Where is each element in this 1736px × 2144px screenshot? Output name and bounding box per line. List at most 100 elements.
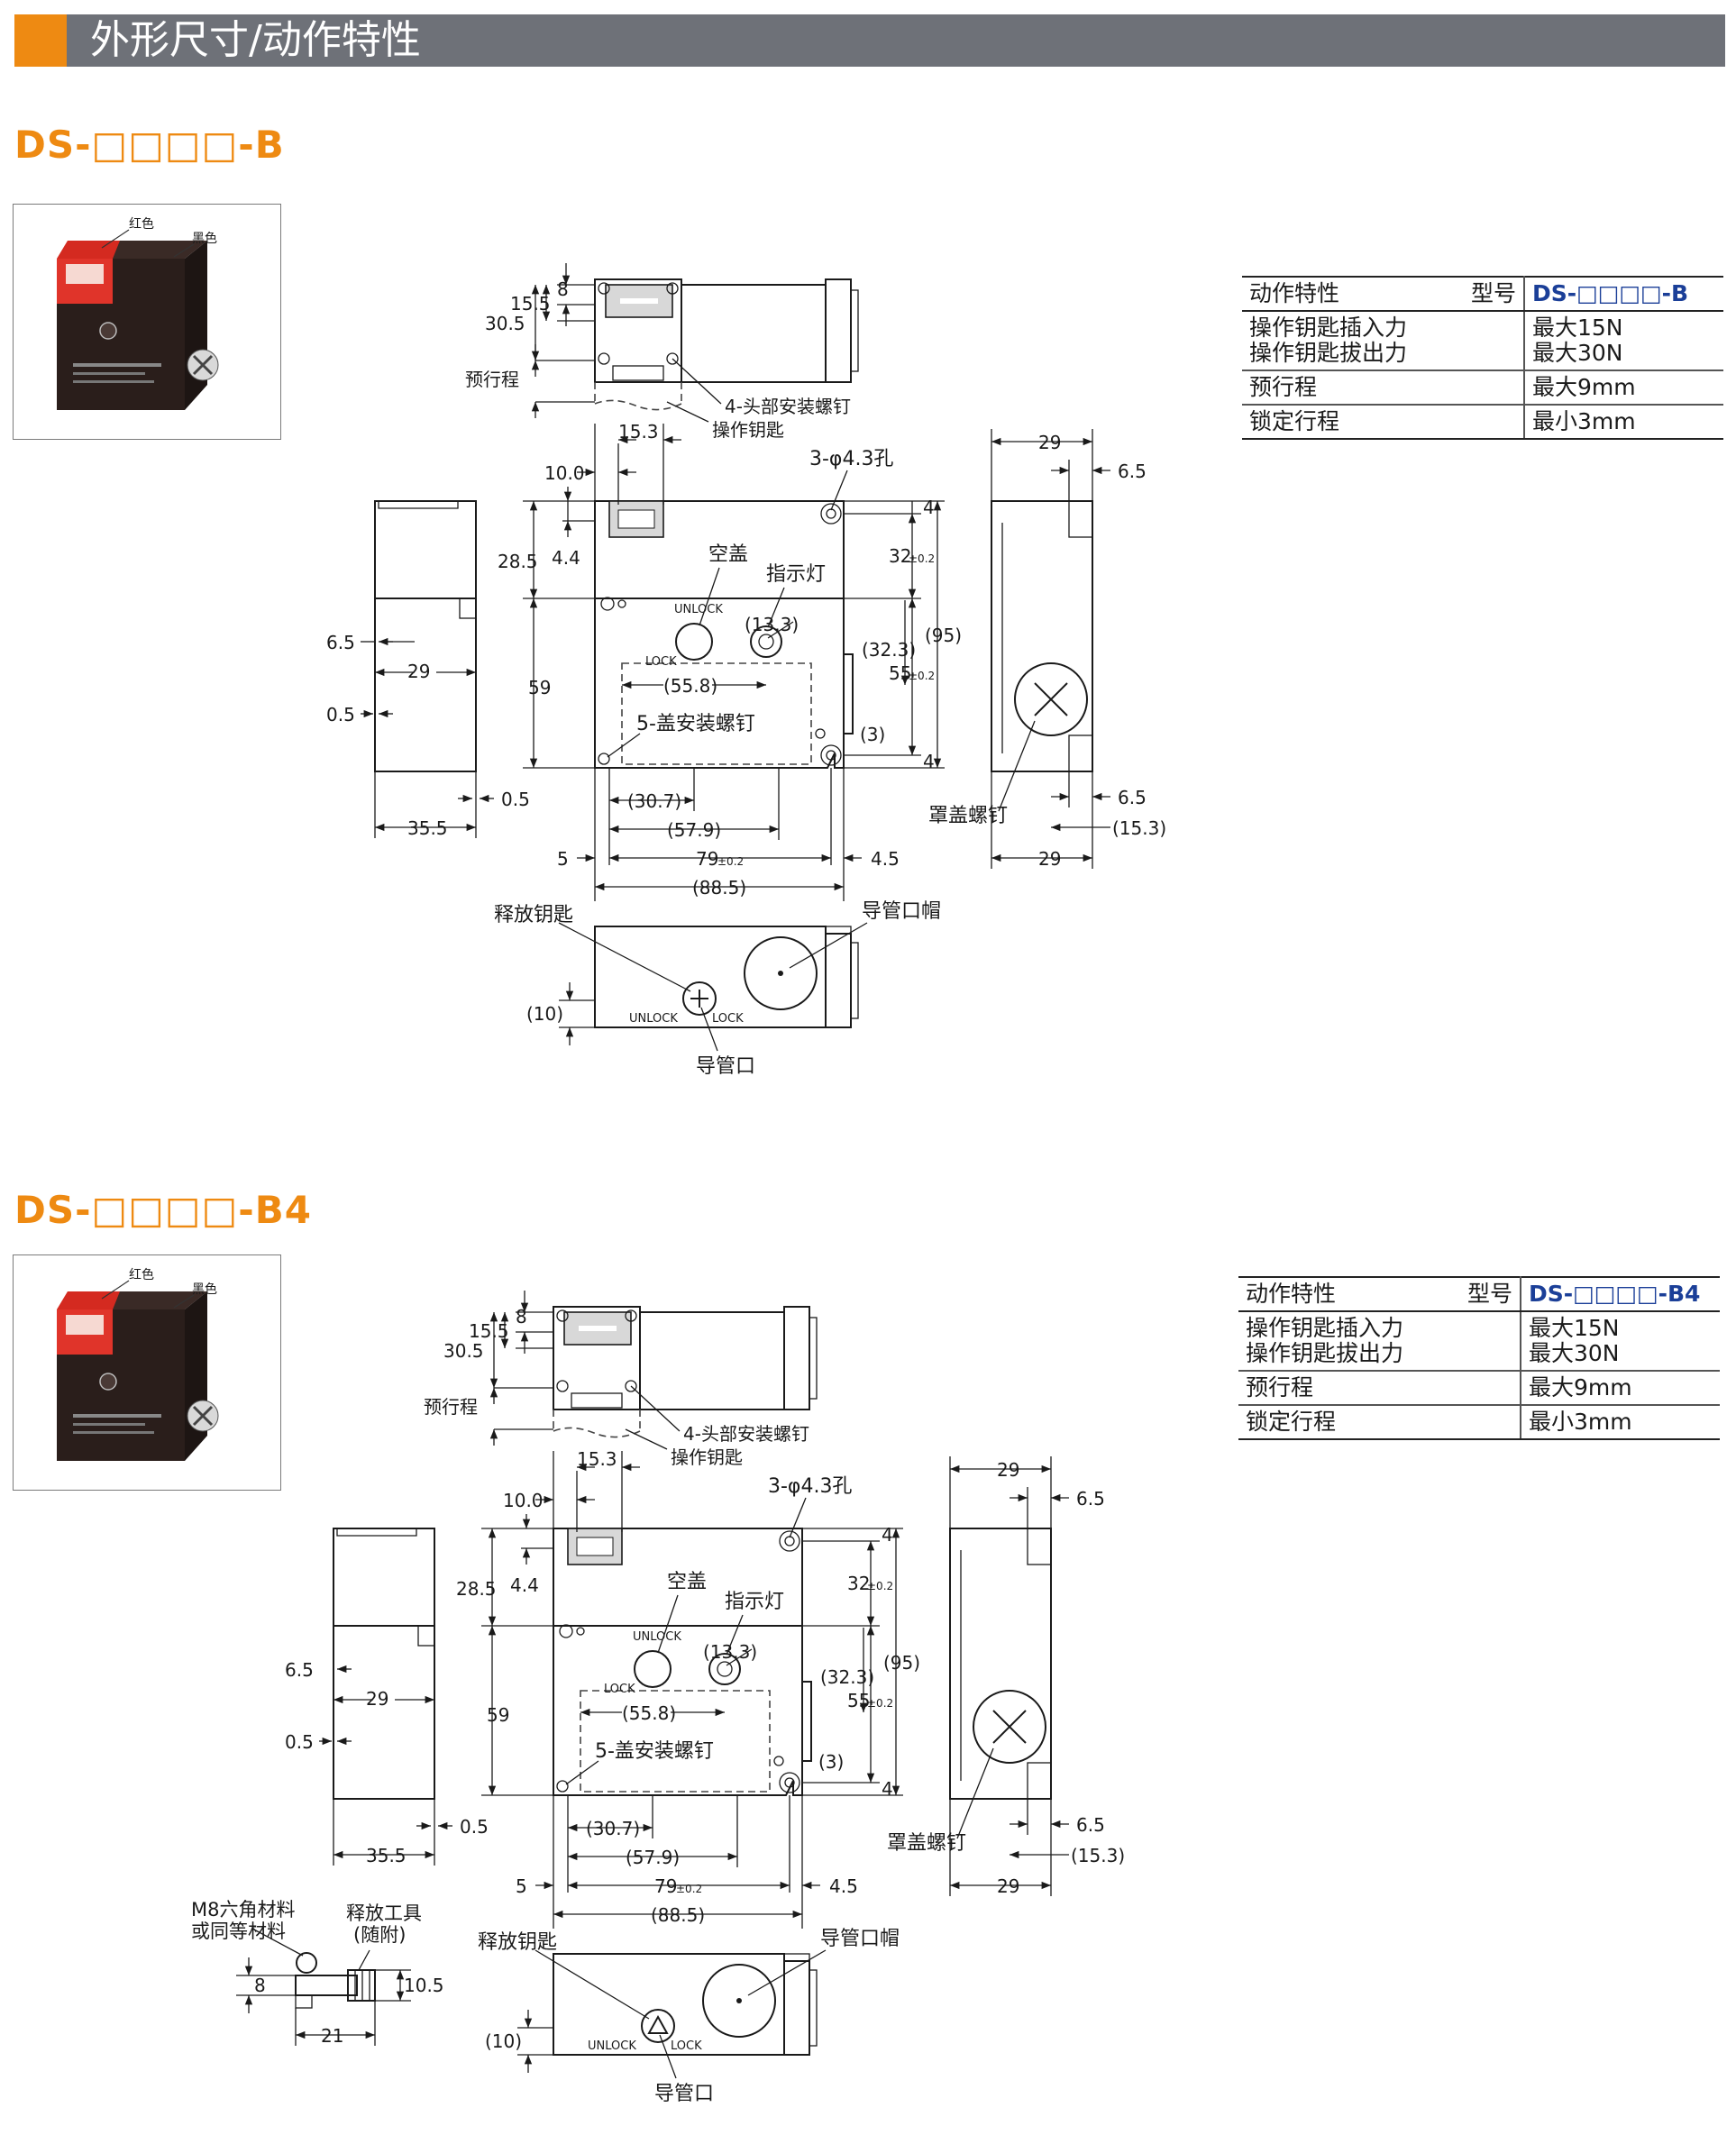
bottom-lock-label: LOCK	[671, 2039, 702, 2053]
spec-head-model: DS-□□□□-B	[1524, 276, 1723, 312]
dim-label: 29	[407, 661, 430, 682]
dim-label: (10)	[526, 1003, 563, 1025]
spec-row-lock: 锁定行程 最小3mm	[1238, 1405, 1720, 1440]
conduit-label: 导管口	[654, 2083, 714, 2105]
dim-label: 35.5	[407, 817, 448, 839]
dim-label: (13.3)	[703, 1641, 757, 1663]
product-photo-b: 红色 黑色	[13, 204, 281, 440]
spec-key: 锁定行程	[1242, 405, 1525, 440]
dim-label: 59	[528, 677, 551, 698]
dim-label: (57.9)	[626, 1847, 680, 1868]
dim-label: (95)	[925, 625, 962, 646]
dim-label: 8	[516, 1306, 527, 1327]
bottom-unlock-label: UNLOCK	[588, 2039, 636, 2053]
spec-key: 预行程	[1242, 370, 1525, 406]
spec-key: 操作钥匙插入力	[1249, 315, 1408, 341]
dim-label: 29	[997, 1459, 1019, 1481]
spec-value: 最大15N	[1532, 315, 1623, 341]
blank-cover-label: 空盖	[667, 1571, 707, 1593]
dim-label: 59	[487, 1704, 509, 1726]
dim-label: (15.3)	[1112, 817, 1166, 839]
photo-label-red: 红色	[129, 1267, 154, 1282]
dim-label: 55	[847, 1690, 870, 1711]
photo-label-red: 红色	[129, 216, 154, 232]
key-label: 操作钥匙	[712, 419, 784, 441]
tool-label: 释放工具	[346, 1902, 422, 1924]
spec-value: 最大15N	[1529, 1315, 1620, 1341]
spec-value: 最大9mm	[1524, 370, 1723, 406]
product-photo-illustration: 红色 黑色	[57, 216, 219, 410]
dim-label: 29	[997, 1875, 1019, 1897]
dim-label: 4	[923, 751, 935, 772]
conduit-cap-label: 导管口帽	[820, 1928, 900, 1950]
bottom-view: (10) UNLOCK LOCK 释放钥匙 导管口帽 导管口	[494, 900, 941, 1078]
dim-label: 8	[254, 1975, 266, 1996]
spec-value: 最大9mm	[1521, 1371, 1720, 1406]
spec-head-left: 动作特性	[1249, 280, 1340, 306]
key-label: 操作钥匙	[671, 1446, 743, 1468]
head-screws-label: 4-头部安装螺钉	[683, 1423, 809, 1445]
banner-accent	[14, 14, 67, 67]
indicator-label: 指示灯	[766, 563, 826, 586]
product-photo-b4: 红色 黑色	[13, 1254, 281, 1491]
dim-label: 32	[847, 1573, 870, 1594]
dim-label: 4	[882, 1524, 893, 1546]
spec-head-mid: 型号	[1466, 1281, 1512, 1307]
top-view: 8 15.5 30.5 预行程 4-头部安装螺钉 操作钥匙	[465, 263, 859, 441]
tol-label: ±0.2	[909, 552, 935, 565]
dim-label: 15.3	[577, 1448, 617, 1470]
dim-label: 29	[1038, 848, 1061, 870]
dim-label: 6.5	[1118, 461, 1147, 482]
dim-label: 21	[321, 2025, 343, 2047]
drawing-b: 8 15.5 30.5 预行程 4-头部安装螺钉 操作钥匙 UNLOCK LOC…	[326, 263, 1166, 1078]
cover-screws-label: 5-盖安装螺钉	[595, 1740, 714, 1763]
dim-label: 5	[557, 848, 569, 870]
dim-label: 6.5	[326, 632, 355, 653]
spec-value: 最大30N	[1529, 1340, 1620, 1366]
dim-label: (55.8)	[622, 1702, 676, 1724]
product-photo-illustration: 红色 黑色	[57, 1267, 219, 1461]
dim-label: 4.5	[871, 848, 900, 870]
release-key-label: 释放钥匙	[494, 904, 573, 926]
model-title-b4: DS-□□□□-B4	[14, 1188, 312, 1232]
dim-label: 15.5	[469, 1320, 509, 1342]
tol-label: ±0.2	[867, 1580, 893, 1592]
dim-label: 29	[1038, 432, 1061, 453]
spec-row-pretravel: 预行程 最大9mm	[1242, 370, 1723, 406]
holes-label: 3-φ4.3孔	[768, 1475, 852, 1498]
dim-label: (88.5)	[651, 1904, 705, 1926]
right-view: 29 6.5 6.5 (15.3) 29 罩盖螺钉	[887, 1456, 1125, 1897]
dim-label: 6.5	[1118, 787, 1147, 808]
front-unlock-label: UNLOCK	[633, 1630, 681, 1644]
dim-label: 30.5	[443, 1340, 484, 1362]
release-key-label: 释放钥匙	[478, 1931, 557, 1954]
dim-label: 15.5	[510, 293, 551, 315]
dim-label: (30.7)	[586, 1818, 640, 1839]
indicator-label: 指示灯	[725, 1591, 784, 1613]
section-banner: 外形尺寸/动作特性	[14, 14, 1725, 67]
dim-label: (57.9)	[667, 819, 721, 841]
spec-head-model: DS-□□□□-B4	[1521, 1276, 1720, 1312]
top-view: 8 15.5 30.5 预行程 4-头部安装螺钉 操作钥匙	[424, 1291, 818, 1468]
dim-label: (15.3)	[1071, 1845, 1125, 1866]
conduit-label: 导管口	[696, 1055, 755, 1078]
dim-label: (10)	[485, 2030, 522, 2052]
dim-label: 4	[882, 1778, 893, 1800]
cap-screw-label: 罩盖螺钉	[928, 805, 1008, 827]
dim-label: (32.3)	[862, 639, 916, 661]
front-view: UNLOCK LOCK 空盖 指示灯 5-盖安装螺钉 3-φ4.3孔 15.3 …	[498, 421, 962, 901]
dim-label: 10.5	[404, 1975, 444, 1996]
page-title: 外形尺寸/动作特性	[90, 17, 421, 63]
front-view: UNLOCK LOCK 空盖 指示灯 5-盖安装螺钉 3-φ4.3孔 15.3 …	[456, 1448, 920, 1929]
dim-label: (95)	[883, 1652, 920, 1674]
left-view: 6.5 29 0.5 35.5 0.5	[326, 500, 530, 839]
dim-label: (3)	[860, 724, 885, 745]
dim-label: 5	[516, 1875, 527, 1897]
pretravel-label: 预行程	[465, 369, 519, 390]
right-view: 29 6.5 6.5 (15.3) 29 罩盖螺钉	[928, 429, 1166, 870]
spec-key: 操作钥匙插入力	[1246, 1315, 1404, 1341]
